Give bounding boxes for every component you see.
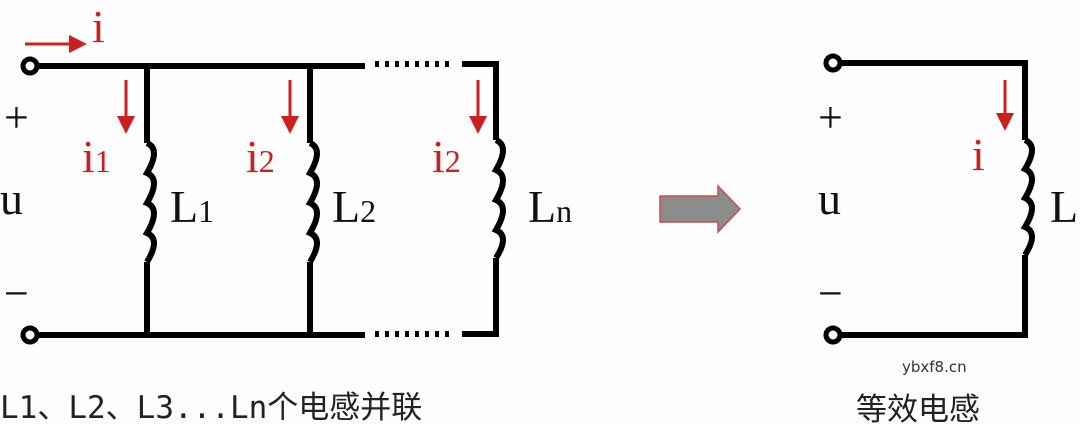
branch-n-wire — [462, 61, 499, 337]
equiv-current-label: i — [972, 129, 985, 180]
branch-2-current-label: i2 — [246, 131, 275, 182]
equivalent-circuit — [823, 53, 1035, 345]
watermark: ybxf8.cn — [902, 358, 967, 376]
inductor-n-label: Ln — [528, 181, 572, 232]
equiv-voltage-label: u — [818, 173, 841, 224]
parallel-caption: L1、L2、L3...Ln个电感并联 — [0, 390, 422, 424]
equiv-inductor-coil — [1020, 137, 1035, 257]
voltage-label: u — [0, 173, 23, 224]
plus-sign: + — [4, 93, 29, 142]
parallel-circuit — [20, 56, 506, 345]
total-current-label: i — [92, 1, 105, 52]
equiv-plus-sign: + — [818, 93, 843, 142]
inductor-coil-2 — [305, 140, 320, 264]
equiv-bottom-terminal — [823, 325, 843, 345]
equiv-wire — [840, 60, 1028, 338]
equiv-top-terminal — [823, 53, 843, 73]
bottom-terminal — [20, 325, 40, 345]
branch-1-current-label: i1 — [82, 131, 111, 182]
inductor-coil-1 — [142, 140, 157, 264]
inductor-coil-n — [491, 137, 506, 260]
equiv-inductor-label: L — [1050, 181, 1078, 232]
minus-sign: − — [4, 269, 29, 318]
equivalent-caption: 等效电感 — [856, 392, 980, 424]
equivalence-arrow-icon — [659, 184, 742, 234]
top-terminal — [20, 56, 40, 76]
branch-n-current-label: i2 — [432, 131, 461, 182]
equiv-minus-sign: − — [818, 269, 843, 318]
inductor-2-label: L2 — [332, 181, 376, 232]
inductor-1-label: L1 — [170, 181, 214, 232]
